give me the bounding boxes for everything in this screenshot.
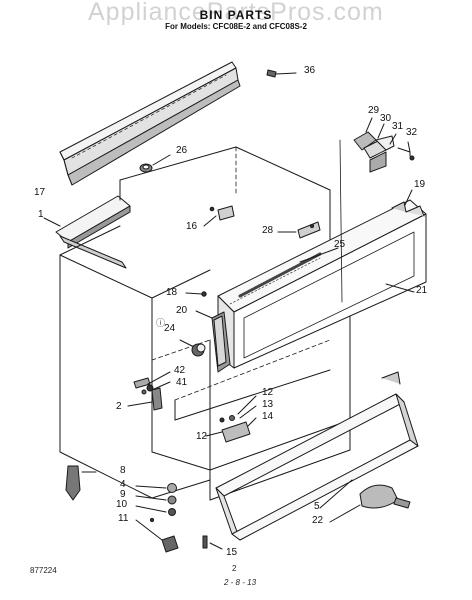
part-20-handle bbox=[195, 310, 231, 373]
callout-20: 20 bbox=[176, 305, 188, 316]
part-16-bracket bbox=[203, 205, 235, 227]
callout-26: 26 bbox=[176, 145, 188, 156]
callout-25: 25 bbox=[334, 239, 346, 250]
part-22-scoop bbox=[329, 484, 411, 523]
callout-10: 10 bbox=[116, 499, 128, 510]
part-4-9-10-11-drain-fittings bbox=[135, 483, 179, 553]
callout-17: 17 bbox=[34, 187, 46, 198]
callout-18: 18 bbox=[166, 287, 178, 298]
callout-15: 15 bbox=[226, 547, 238, 558]
callout-9: 9 bbox=[120, 489, 126, 500]
page-number: 2 bbox=[232, 564, 237, 573]
watermark: AppliancePartsPros.com bbox=[88, 0, 384, 26]
callout-14: 14 bbox=[262, 411, 274, 422]
callout-42: 42 bbox=[174, 365, 186, 376]
part-8-drain-plug bbox=[65, 465, 97, 501]
callout-12-upper: 12 bbox=[262, 387, 274, 398]
callout-4: 4 bbox=[120, 479, 126, 490]
callout-36: 36 bbox=[304, 65, 316, 76]
part-1-top-trim bbox=[43, 195, 131, 269]
part-2-41-42-latch bbox=[127, 371, 171, 411]
part-15-screw bbox=[202, 535, 223, 550]
part-36-screw bbox=[266, 69, 297, 78]
callout-29: 29 bbox=[368, 105, 380, 116]
callout-19: 19 bbox=[414, 179, 426, 190]
callout-22: 22 bbox=[312, 515, 324, 526]
callout-11: 11 bbox=[118, 513, 129, 524]
part-26-grommet bbox=[139, 154, 171, 173]
callout-28: 28 bbox=[262, 225, 274, 236]
diagram-title: BIN PARTS bbox=[199, 8, 273, 22]
callout-16: 16 bbox=[186, 221, 198, 232]
part-29-32-hinge-assembly bbox=[353, 117, 415, 173]
part-19-25-21-door-panel bbox=[217, 139, 427, 369]
callout-13: 13 bbox=[262, 399, 274, 410]
callout-2: 2 bbox=[116, 401, 122, 412]
part-12-13-14-center-plate bbox=[205, 395, 257, 443]
part-18-screw bbox=[185, 291, 207, 297]
callout-5: 5 bbox=[314, 501, 320, 512]
callout-32: 32 bbox=[406, 127, 418, 138]
callout-21: 21 bbox=[416, 285, 428, 296]
part-24-lock: ⓘ bbox=[156, 318, 206, 357]
diagram-subtitle: For Models: CFC08E-2 and CFC08S-2 bbox=[165, 22, 307, 31]
part-28-stop-bracket bbox=[277, 221, 321, 239]
part-17-top-rail bbox=[59, 61, 241, 186]
revision-date: 2 - 8 - 13 bbox=[224, 578, 257, 587]
callout-1: 1 bbox=[38, 209, 44, 220]
callout-8: 8 bbox=[120, 465, 126, 476]
part-5-base-frame bbox=[215, 371, 419, 541]
drawing-code: 877224 bbox=[30, 566, 57, 575]
svg-text:ⓘ: ⓘ bbox=[156, 318, 165, 328]
callout-31: 31 bbox=[392, 121, 404, 132]
callout-30: 30 bbox=[380, 113, 392, 124]
callout-24: 24 bbox=[164, 323, 176, 334]
callout-12-lower: 12 bbox=[196, 431, 208, 442]
callout-41: 41 bbox=[176, 377, 188, 388]
